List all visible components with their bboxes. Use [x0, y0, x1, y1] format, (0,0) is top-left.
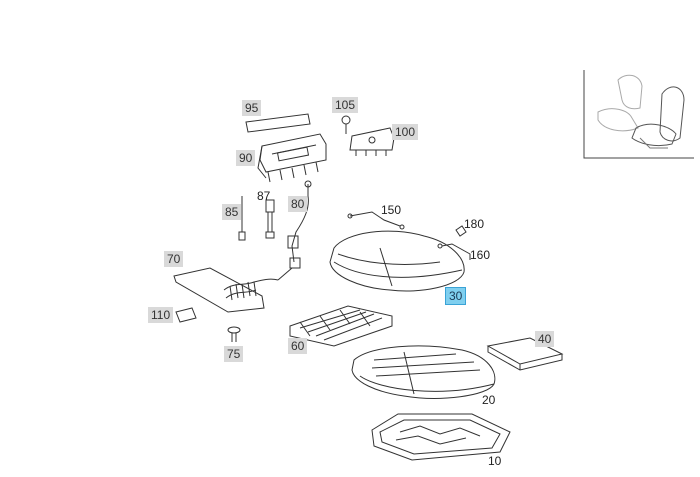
callout-87: 87 — [257, 189, 271, 203]
part-85-rod — [238, 196, 246, 241]
callout-150: 150 — [381, 203, 402, 217]
callout-75: 75 — [224, 346, 244, 362]
part-100-bracket — [349, 127, 395, 156]
callout-95: 95 — [242, 100, 262, 116]
callout-90: 90 — [236, 150, 256, 166]
callout-30[interactable]: 30 — [444, 287, 467, 305]
part-75-plug — [227, 326, 241, 342]
part-105-screw — [341, 115, 351, 134]
callout-60: 60 — [288, 338, 308, 354]
callout-110: 110 — [148, 307, 174, 323]
callout-105: 105 — [332, 97, 359, 113]
part-30-cushion-cover — [329, 230, 465, 292]
part-60-spring-mat — [289, 305, 393, 347]
callout-85: 85 — [222, 204, 242, 220]
callout-180: 180 — [464, 217, 485, 231]
part-87-actuator — [265, 199, 275, 239]
part-20-foam-cushion — [351, 345, 496, 399]
part-180-fastener — [455, 225, 467, 237]
part-70-lumbar-rail — [173, 267, 293, 313]
seat-overview-thumbnail — [583, 70, 694, 159]
part-160-connector — [437, 243, 471, 260]
callout-20: 20 — [482, 393, 496, 407]
part-80-cable — [287, 180, 312, 269]
callout-100: 100 — [392, 124, 419, 140]
callout-10: 10 — [488, 454, 502, 468]
part-90-control-unit — [257, 133, 327, 183]
callout-70: 70 — [164, 251, 184, 267]
callout-160: 160 — [470, 248, 491, 262]
part-110-clip — [175, 307, 197, 323]
part-40-pad — [486, 337, 564, 371]
part-150-wire — [347, 211, 405, 230]
part-10-seat-pan — [371, 413, 511, 461]
callout-80: 80 — [288, 196, 308, 212]
callout-40: 40 — [535, 331, 555, 347]
part-95-cover-plate — [245, 113, 311, 133]
